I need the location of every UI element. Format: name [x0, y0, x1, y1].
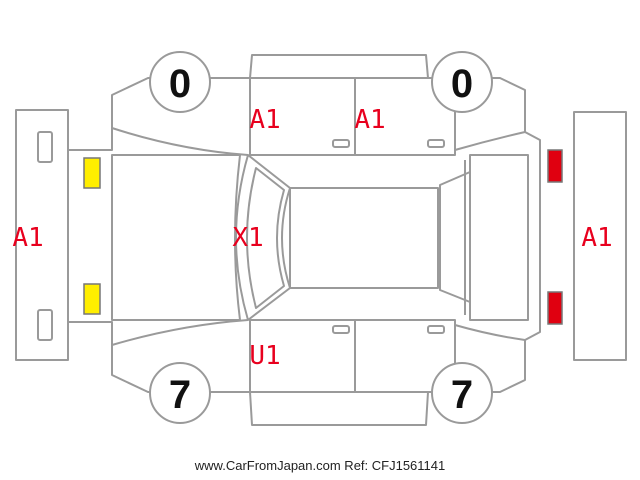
tailgate-outline — [469, 154, 529, 321]
left-rear-sill-line — [454, 131, 526, 151]
damage-roof: X1 — [232, 223, 263, 253]
roof-outline — [289, 187, 439, 289]
damage-rear-bumper: A1 — [581, 223, 612, 253]
watermark-reference: www.CarFromJapan.com Ref: CFJ1561141 — [194, 458, 446, 473]
tire-rear-right-value: 7 — [451, 373, 473, 417]
right-rear-sill-line — [454, 324, 526, 341]
rear-bumper-outline — [573, 111, 627, 361]
wheel-rear-left — [431, 51, 493, 113]
wheel-front-left — [149, 51, 211, 113]
windshield-inner — [246, 167, 285, 309]
taillight-left — [547, 149, 563, 183]
right-front-door-handle — [332, 325, 350, 334]
tire-front-left-value: 0 — [169, 62, 191, 106]
right-rear-door-handle — [427, 325, 445, 334]
tire-rear-left-value: 0 — [451, 62, 473, 106]
left-rear-door-outline — [354, 77, 456, 156]
damage-front-bumper: A1 — [12, 223, 43, 253]
front-bumper-slot-top — [37, 131, 53, 163]
damage-right-front-door: U1 — [249, 341, 280, 371]
taillight-right — [547, 291, 563, 325]
wheel-rear-right — [431, 362, 493, 424]
wheel-front-right — [149, 362, 211, 424]
hood-outline — [111, 154, 241, 321]
left-front-door-handle — [332, 139, 350, 148]
right-sill-line — [111, 319, 249, 346]
left-rear-door-handle — [427, 139, 445, 148]
damage-left-front-door: A1 — [249, 105, 280, 135]
front-bumper-outline — [15, 109, 69, 361]
damage-left-rear-door: A1 — [354, 105, 385, 135]
tire-front-right-value: 7 — [169, 373, 191, 417]
left-sill-line — [111, 127, 249, 156]
headlight-left — [83, 157, 101, 189]
headlight-right — [83, 283, 101, 315]
front-bumper-slot-bottom — [37, 309, 53, 341]
